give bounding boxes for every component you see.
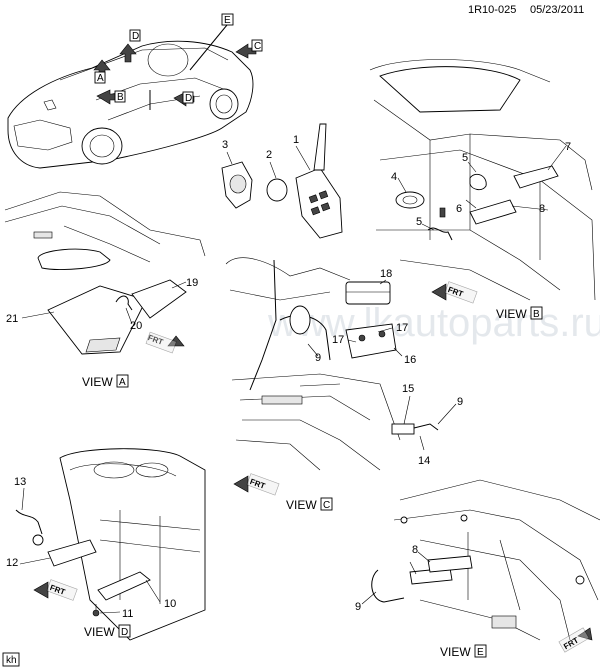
svg-text:A: A	[119, 377, 126, 388]
part-number-label: 17	[396, 322, 408, 334]
frt-arrow-a: FRT	[145, 331, 185, 354]
frt-arrow-d: FRT	[33, 579, 78, 601]
leader-lines-e	[361, 551, 431, 605]
leader-lines-fob	[226, 145, 311, 179]
frt-arrow-b: FRT	[431, 281, 478, 304]
svg-text:VIEW: VIEW	[440, 645, 471, 659]
view-e-illustration	[371, 479, 600, 641]
part-number-label: 1	[293, 134, 299, 146]
part-number-label: 15	[402, 383, 414, 395]
view-pointer-b: B	[96, 89, 126, 105]
part-number-label: 20	[130, 320, 142, 332]
frt-arrow-c: FRT	[233, 473, 280, 496]
part-number-label: 3	[222, 139, 228, 151]
svg-text:VIEW: VIEW	[286, 498, 317, 512]
part-number-label: 4	[391, 171, 397, 183]
part-number-label: 9	[355, 601, 361, 613]
part-number-label: 18	[380, 268, 392, 280]
view-pointer-c: C	[235, 39, 263, 59]
leader-lines-a	[21, 281, 187, 325]
part-number-label: 9	[457, 396, 463, 408]
svg-text:E: E	[477, 647, 484, 658]
view-e-caption: VIEW E	[440, 644, 487, 659]
leader-lines-c	[307, 279, 457, 451]
view-c-caption: VIEW C	[286, 497, 333, 512]
part-number-label: 8	[539, 203, 545, 215]
part-number-label: 13	[14, 476, 26, 488]
view-d-caption: VIEW D	[84, 624, 131, 639]
part-number-label: 19	[186, 277, 198, 289]
leader-lines-b	[397, 145, 567, 231]
view-pointer-e: E	[189, 13, 234, 71]
view-d-illustration	[15, 448, 206, 641]
part-number-label: 5	[416, 216, 422, 228]
part-number-label: 16	[404, 354, 416, 366]
svg-text:VIEW: VIEW	[496, 307, 527, 321]
view-a-illustration	[4, 191, 206, 355]
part-number-label: 7	[565, 141, 571, 153]
key-fob-assembly	[221, 123, 343, 239]
frt-arrow-e: FRT	[558, 627, 593, 653]
part-number-label: 11	[122, 608, 133, 620]
svg-text:B: B	[533, 309, 540, 320]
svg-text:C: C	[254, 41, 261, 52]
svg-text:D: D	[185, 93, 192, 104]
svg-text:D: D	[121, 627, 128, 638]
view-c-illustration	[225, 257, 439, 471]
part-number-label: 17	[332, 334, 344, 346]
part-number-label: 21	[6, 313, 18, 325]
view-b-illustration	[369, 59, 596, 301]
part-number-label: 9	[315, 352, 321, 364]
svg-text:E: E	[224, 15, 231, 26]
part-number-label: 5	[462, 152, 468, 164]
document-date: 05/23/2011	[530, 4, 584, 16]
part-number-label: 10	[164, 598, 176, 610]
view-pointer-a: A	[93, 59, 111, 84]
part-number-label: 8	[412, 544, 418, 556]
svg-text:B: B	[117, 92, 124, 103]
part-number-label: 2	[266, 149, 272, 161]
svg-text:A: A	[97, 73, 104, 84]
corner-tag-box	[2, 652, 20, 667]
part-number-label: 6	[456, 203, 462, 215]
part-number-label: 14	[418, 455, 430, 467]
svg-text:C: C	[323, 500, 330, 511]
view-pointer-d: D D	[119, 29, 195, 107]
view-a-caption: VIEW A	[82, 374, 129, 389]
corner-tag: kh	[6, 655, 17, 666]
svg-text:VIEW: VIEW	[84, 625, 115, 639]
leader-lines-d	[19, 487, 161, 614]
watermark: www.lkautoparts.ru	[267, 301, 600, 345]
svg-text:D: D	[132, 31, 139, 42]
view-b-caption: VIEW B	[496, 306, 543, 321]
document-id: 1R10-025	[468, 4, 516, 16]
svg-text:VIEW: VIEW	[82, 375, 113, 389]
part-number-label: 12	[6, 557, 18, 569]
